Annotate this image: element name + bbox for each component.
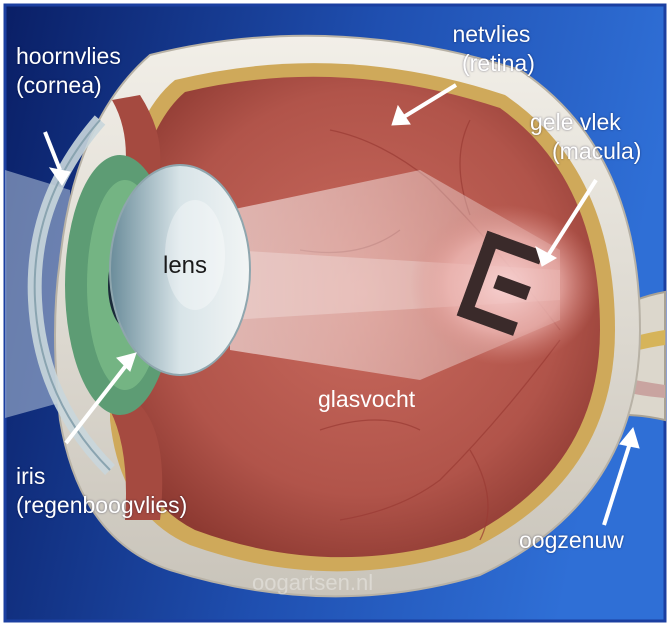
iris-label: iris (regenboogvlies) xyxy=(16,462,187,520)
vitreous-label: glasvocht xyxy=(318,386,415,413)
macula-label-line1: gele vlek xyxy=(530,108,641,137)
iris-label-line1: iris xyxy=(16,462,187,491)
retina-label-line1: netvlies xyxy=(448,20,535,49)
optic-nerve-label: oogzenuw xyxy=(519,526,624,555)
watermark: oogartsen.nl xyxy=(252,570,373,596)
retina-label-line2: (retina) xyxy=(448,49,535,78)
lens-label: lens xyxy=(163,252,207,280)
cornea-label-line2: (cornea) xyxy=(16,71,121,100)
macula-label: gele vlek (macula) xyxy=(530,108,641,166)
macula-label-line2: (macula) xyxy=(530,137,641,166)
cornea-label: hoornvlies (cornea) xyxy=(16,42,121,100)
cornea-label-line1: hoornvlies xyxy=(16,42,121,71)
retina-label: netvlies (retina) xyxy=(448,20,535,78)
iris-label-line2: (regenboogvlies) xyxy=(16,491,187,520)
